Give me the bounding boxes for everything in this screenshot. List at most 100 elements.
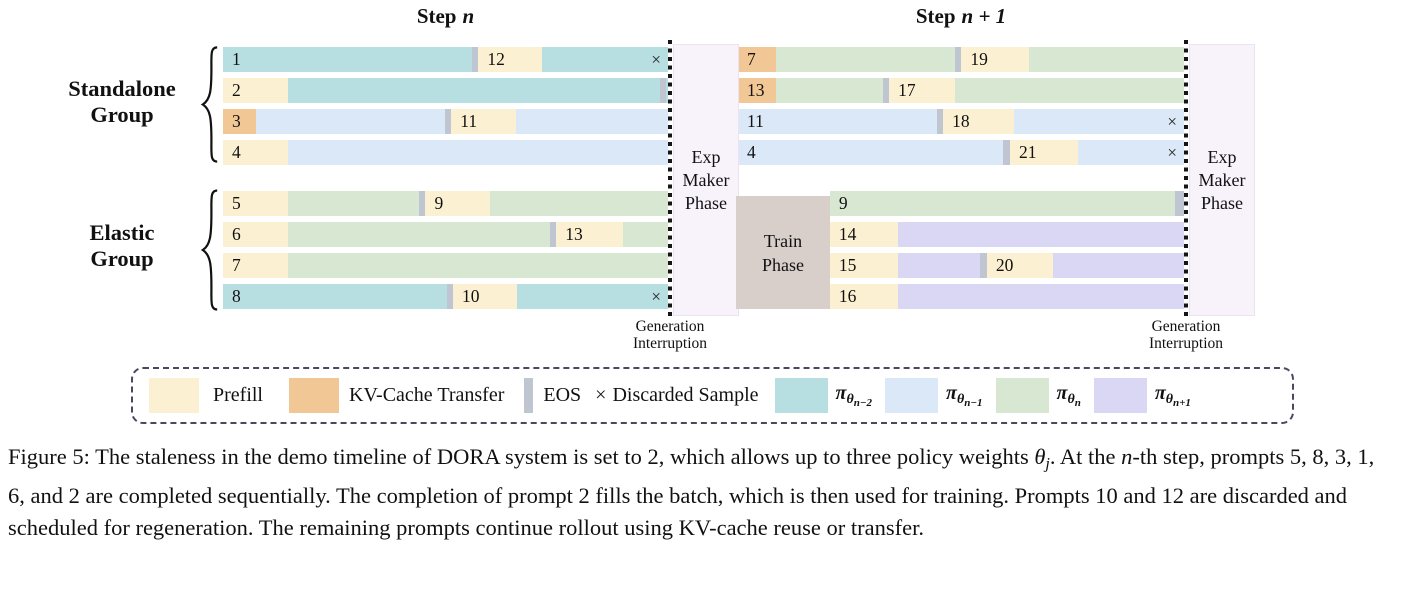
segment-n1 — [516, 109, 668, 134]
timeline-bar: 1 12 × — [223, 47, 668, 72]
segment-eos — [659, 78, 666, 103]
pi-symbol: π — [946, 382, 957, 404]
timeline-bar: 13 17 — [738, 78, 1184, 103]
group-label-elastic: Elastic Group — [44, 220, 200, 272]
figure-caption: Figure 5: The staleness in the demo time… — [8, 444, 1375, 540]
segment-n1 — [1077, 140, 1184, 165]
segment-pf: 20 — [986, 253, 1053, 278]
segment-n2 — [665, 78, 668, 103]
segment-kv: 3 — [223, 109, 256, 134]
theta-symbol: θ — [846, 392, 854, 407]
prompt-label: 9 — [434, 193, 444, 213]
discarded-cross-icon: × — [651, 50, 661, 69]
exp-maker-line: Exp — [691, 146, 721, 167]
prompt-label: 13 — [747, 80, 765, 100]
theta-subscript: n−1 — [964, 397, 983, 409]
discarded-cross-icon: × — [1167, 143, 1177, 162]
segment-eos — [979, 253, 987, 278]
group-label-line: Group — [90, 102, 154, 127]
prompt-label: 1 — [232, 49, 241, 69]
exp-maker-line: Phase — [1201, 192, 1243, 213]
brace-elastic-group — [198, 188, 221, 312]
prompt-label: 13 — [565, 224, 583, 244]
timeline-bar: 6 13 — [223, 222, 668, 247]
segment-pf: 17 — [889, 78, 956, 103]
policy-label: πθn−1 — [946, 382, 983, 409]
segment-eos — [1002, 140, 1011, 165]
generation-interruption-line-left — [668, 40, 672, 318]
prompt-label: 8 — [232, 286, 241, 306]
interruption-line: Generation — [635, 318, 705, 335]
segment-n — [1029, 47, 1184, 72]
segment-pf: 6 — [223, 222, 288, 247]
segment-n1p — [1052, 253, 1184, 278]
prefill-swatch — [149, 378, 199, 413]
segment-n: 9 — [829, 191, 1175, 216]
legend-item-policy-n-minus-1: πθn−1 — [885, 378, 983, 413]
segment-n — [775, 78, 883, 103]
exp-maker-line: Phase — [685, 192, 727, 213]
legend-label: Prefill — [213, 384, 263, 406]
prompt-label: 16 — [838, 286, 857, 306]
timeline-bar: 16 — [738, 284, 1184, 309]
timeline-bar: 7 — [223, 253, 668, 278]
step-title-prefix: Step — [915, 4, 956, 28]
policy-label: πθn+1 — [1155, 382, 1191, 409]
theta-subscript: n — [1074, 397, 1081, 409]
step-title-math: n + 1 — [961, 4, 1007, 28]
segment-eos — [445, 109, 452, 134]
segment-pf: 11 — [451, 109, 517, 134]
prompt-label: 19 — [970, 49, 988, 69]
timeline-bar: 3 11 — [223, 109, 668, 134]
policy-n-plus-1-swatch — [1093, 378, 1147, 413]
policy-n-minus-1-swatch — [885, 378, 939, 413]
segment-n1p — [897, 222, 1184, 247]
prompt-label: 6 — [232, 224, 241, 244]
discarded-cross-icon: × — [651, 287, 661, 306]
legend-item-eos: EOS — [524, 378, 581, 413]
group-label-standalone: Standalone Group — [44, 76, 200, 128]
pi-symbol: π — [835, 382, 847, 404]
segment-pf: 21 — [1010, 140, 1078, 165]
segment-pf: 12 — [478, 47, 543, 72]
prompt-label: 9 — [838, 193, 848, 213]
theta-subscript: n+1 — [1173, 397, 1191, 409]
brace-standalone-group — [198, 45, 221, 164]
segment-n — [287, 222, 551, 247]
segment-pf: 19 — [961, 47, 1030, 72]
discarded-cross-icon: × — [595, 384, 607, 406]
prompt-label: 17 — [898, 80, 916, 100]
segment-pf: 14 — [829, 222, 898, 247]
policy-label: πθn−2 — [836, 382, 873, 409]
legend-item-policy-n: πθn — [995, 378, 1081, 413]
segment-n2: 1 — [223, 47, 473, 72]
exp-maker-line: Maker — [682, 169, 730, 190]
segment-pf: 7 — [223, 253, 288, 278]
theta-symbol: θ — [1067, 392, 1075, 407]
timeline-bar: 4 — [223, 140, 668, 165]
segment-pf: 4 — [223, 140, 288, 165]
segment-kv: 13 — [738, 78, 776, 103]
legend-item-policy-n-minus-2: πθn−2 — [774, 378, 873, 413]
prompt-label: 11 — [460, 111, 478, 131]
train-phase-line: Phase — [762, 254, 804, 275]
prompt-label: 12 — [487, 49, 505, 69]
pi-symbol: π — [1154, 382, 1166, 404]
prompt-label: 3 — [232, 111, 241, 131]
train-phase-line: Train — [763, 230, 803, 251]
segment-pf: 15 — [829, 253, 898, 278]
segment-eos — [882, 78, 890, 103]
exp-maker-phase-right: Exp Maker Phase — [1189, 44, 1255, 316]
prompt-label: 2 — [232, 80, 241, 100]
segment-pf: 18 — [943, 109, 1015, 134]
theta-symbol: θ — [1165, 392, 1174, 407]
segment-n — [955, 78, 1184, 103]
segment-pf: 2 — [223, 78, 288, 103]
